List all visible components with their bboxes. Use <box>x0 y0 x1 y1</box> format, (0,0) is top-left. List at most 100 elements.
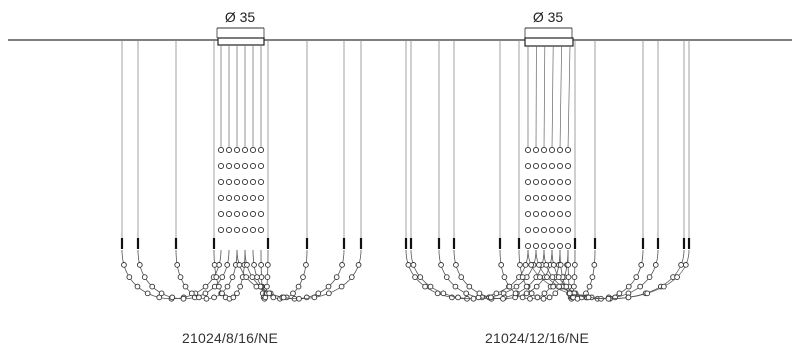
bead <box>303 262 309 268</box>
bead <box>536 262 542 268</box>
bead <box>540 194 548 202</box>
bead <box>339 262 345 268</box>
bead <box>605 295 612 302</box>
bead <box>548 210 556 218</box>
bead <box>251 262 257 268</box>
bead <box>249 274 256 280</box>
bead <box>254 274 260 280</box>
strands-right <box>404 40 691 302</box>
bead <box>225 194 233 202</box>
bead <box>556 194 564 202</box>
bead <box>422 283 428 290</box>
bead <box>217 162 225 170</box>
bead <box>540 146 548 154</box>
bead <box>211 294 217 301</box>
model-code-right: 21024/12/16/NE <box>485 330 589 346</box>
bead <box>532 178 540 186</box>
bead <box>540 178 548 186</box>
model-code-left: 21024/8/16/NE <box>182 330 279 346</box>
bead <box>564 210 572 218</box>
bead <box>217 146 225 154</box>
bead <box>522 262 529 268</box>
bead <box>265 262 271 268</box>
bead <box>524 146 532 154</box>
bead <box>241 210 249 218</box>
bead <box>295 283 302 290</box>
bead <box>513 283 520 290</box>
bead <box>540 242 548 250</box>
bead <box>532 210 540 218</box>
model-left: Ø 35 <box>120 9 363 302</box>
bead <box>556 283 562 290</box>
diameter-label-left: Ø 35 <box>225 9 256 25</box>
bead <box>217 210 225 218</box>
bead <box>249 210 257 218</box>
bead <box>556 146 564 154</box>
bead <box>527 295 533 302</box>
bead <box>311 294 318 301</box>
bead <box>523 283 530 290</box>
bead <box>233 226 241 234</box>
bead <box>506 283 513 290</box>
bead <box>556 242 564 250</box>
bead <box>224 262 231 268</box>
bead <box>300 274 306 280</box>
bead <box>556 210 564 218</box>
bead <box>458 274 465 280</box>
bead <box>541 290 548 297</box>
bead <box>556 226 564 234</box>
bead <box>564 178 572 186</box>
bead <box>237 283 244 290</box>
bead <box>136 262 143 268</box>
bead <box>219 274 226 280</box>
bead <box>556 162 564 170</box>
bead <box>528 290 535 297</box>
bead <box>296 295 302 302</box>
bead <box>249 226 257 234</box>
bead <box>540 162 548 170</box>
bead <box>548 146 556 154</box>
bead <box>678 262 684 268</box>
bead <box>488 294 494 301</box>
bead <box>548 194 556 202</box>
bead <box>158 290 165 297</box>
bead <box>463 290 470 297</box>
bead <box>585 294 592 301</box>
bead <box>557 262 564 268</box>
bead <box>548 226 556 234</box>
bead <box>524 210 532 218</box>
bead <box>550 283 557 290</box>
bead <box>196 294 202 301</box>
bead <box>556 178 564 186</box>
bead <box>564 226 572 234</box>
bead <box>476 290 483 297</box>
bead <box>528 262 535 268</box>
bead <box>571 274 578 280</box>
bead <box>234 290 240 297</box>
bead <box>266 290 272 297</box>
bead <box>249 162 257 170</box>
bead <box>217 194 225 202</box>
bead <box>249 146 257 154</box>
bead <box>211 262 218 268</box>
bead <box>543 262 550 268</box>
bead <box>550 262 557 268</box>
bead <box>453 262 459 268</box>
bead <box>280 294 287 301</box>
bead <box>257 226 265 234</box>
bead <box>546 294 553 301</box>
bead <box>225 146 233 154</box>
bead-strand <box>236 249 362 300</box>
bead <box>555 274 562 280</box>
bead <box>548 242 556 250</box>
bead <box>156 294 163 301</box>
inner-cable <box>559 45 562 151</box>
bead <box>532 226 540 234</box>
bead <box>540 210 548 218</box>
strands-left <box>120 40 363 302</box>
bead <box>257 146 265 154</box>
bead <box>326 290 332 297</box>
bead <box>633 274 640 280</box>
bead <box>253 283 260 290</box>
canopy-left <box>217 37 265 46</box>
